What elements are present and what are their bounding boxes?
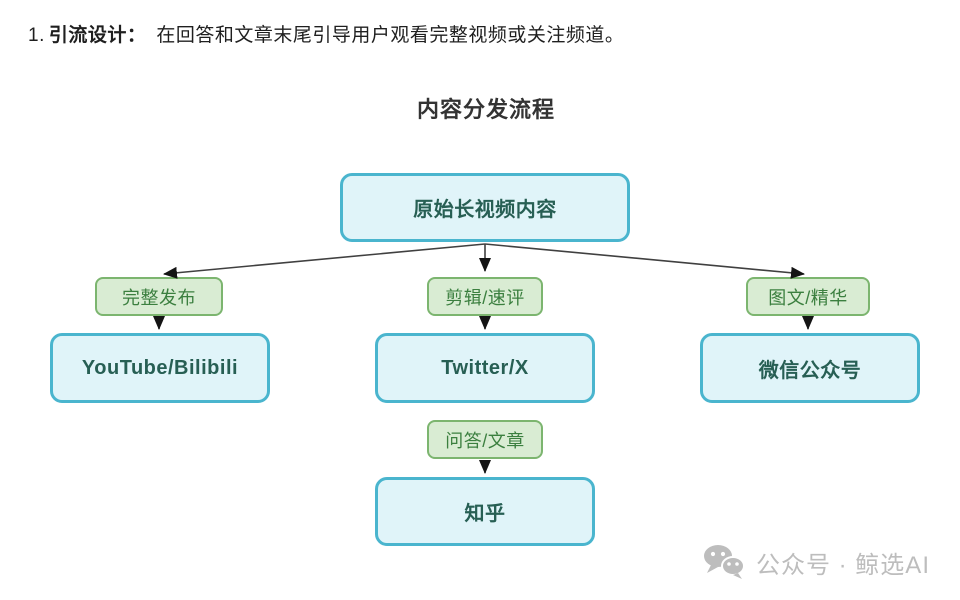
edge-label-full-publish: 完整发布 — [95, 277, 223, 316]
edge-label-article-digest: 图文/精华 — [746, 277, 870, 316]
edge-label-qa-article: 问答/文章 — [427, 420, 543, 459]
edge-label-qa-article-text: 问答/文章 — [445, 430, 525, 451]
watermark: 公众号 · 鲸选AI — [702, 544, 930, 580]
header-sentence: 1.引流设计： 在回答和文章末尾引导用户观看完整视频或关注频道。 — [28, 20, 624, 47]
header-description: 在回答和文章末尾引导用户观看完整视频或关注频道。 — [156, 25, 625, 46]
node-twitter-x-label: Twitter/X — [441, 356, 529, 379]
wechat-icon — [702, 544, 746, 580]
edge-label-article-digest-text: 图文/精华 — [768, 287, 848, 308]
edge-source-to-article-digest — [484, 243, 805, 279]
edge-label-full-publish-text: 完整发布 — [122, 287, 196, 308]
edge-label-clip-review-text: 剪辑/速评 — [445, 287, 525, 308]
node-wechat-official: 微信公众号 — [700, 333, 920, 403]
node-source-video-label: 原始长视频内容 — [413, 199, 557, 221]
watermark-text: 公众号 · 鲸选AI — [755, 551, 930, 579]
header-bold-label: 引流设计： — [48, 25, 147, 46]
node-zhihu: 知乎 — [375, 477, 595, 546]
header-number: 1. — [28, 25, 45, 46]
node-twitter-x: Twitter/X — [375, 333, 595, 403]
edge-source-to-full-publish — [163, 243, 486, 279]
node-youtube-bilibili: YouTube/Bilibili — [50, 333, 270, 403]
diagram-title: 内容分发流程 — [416, 97, 556, 122]
node-source-video: 原始长视频内容 — [340, 173, 630, 242]
node-youtube-bilibili-label: YouTube/Bilibili — [81, 356, 239, 379]
node-wechat-official-label: 微信公众号 — [758, 359, 862, 382]
node-zhihu-label: 知乎 — [464, 503, 506, 525]
edge-label-clip-review: 剪辑/速评 — [427, 277, 543, 316]
